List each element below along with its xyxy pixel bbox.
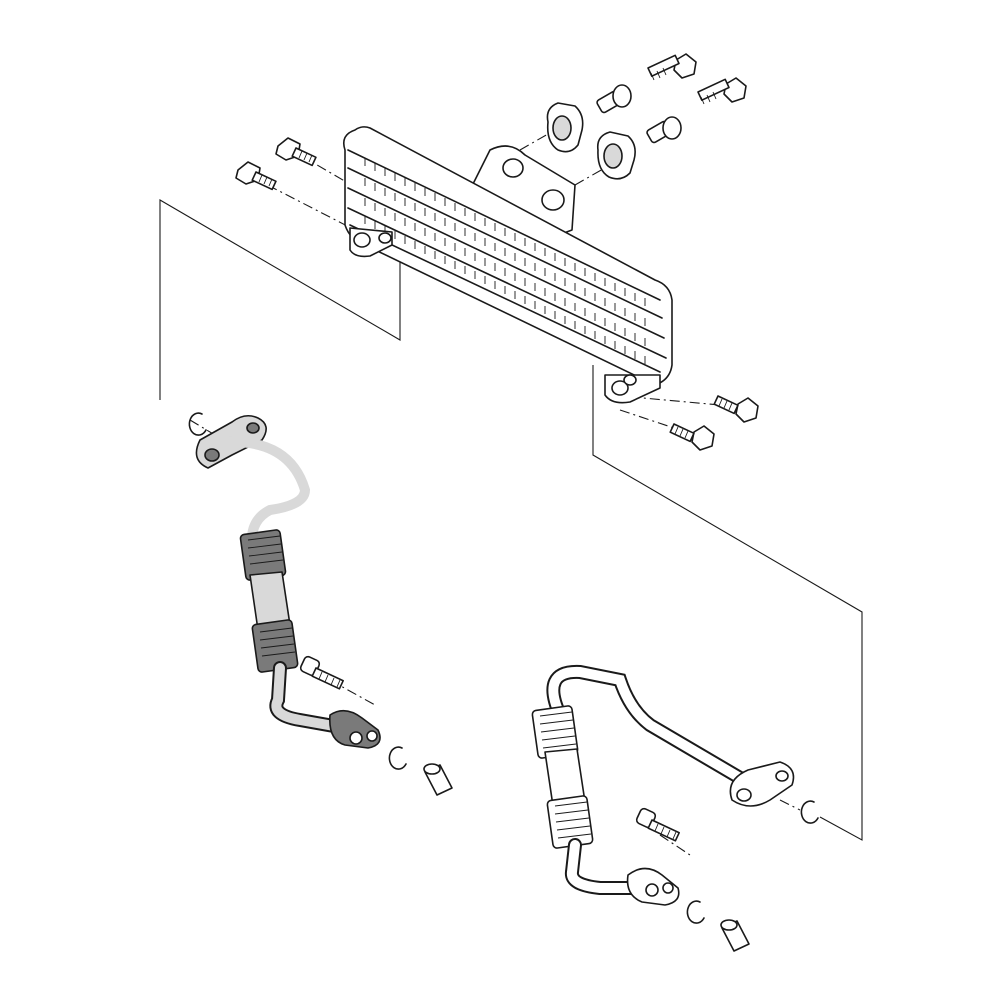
hose-icon (531, 664, 795, 906)
bolt-icon (235, 53, 759, 842)
oil-cooler-icon (342, 126, 673, 404)
dowel-pin-icon (423, 763, 750, 952)
hose-icon (195, 414, 381, 749)
grommet-icon (546, 102, 636, 180)
collar-icon (596, 84, 682, 144)
leader-lines (159, 129, 863, 856)
o-ring-icon (188, 412, 819, 924)
